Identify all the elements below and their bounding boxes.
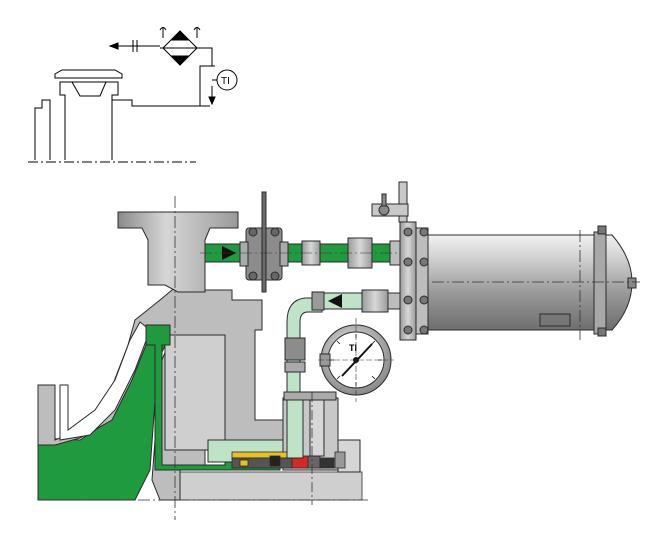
schematic-coolant-out-tick <box>193 27 201 31</box>
schematic-cooler-fill-bottom <box>170 55 190 66</box>
orifice-flange <box>239 191 289 293</box>
cooler-bracket-arm <box>371 203 409 217</box>
cooler-shell <box>427 234 599 331</box>
cooler-bracket-bolt-shank <box>381 193 387 207</box>
return-fitting-a <box>311 291 325 311</box>
cooler-flange-outer <box>399 221 417 341</box>
return-pipe-union <box>284 337 306 361</box>
base-plate <box>179 471 363 501</box>
cooler-vent-bottom <box>597 327 607 337</box>
cooler-support-foot <box>539 313 571 327</box>
cooler-end-band <box>593 231 607 335</box>
gauge-ti-label: TI <box>349 343 357 353</box>
schematic-return-line <box>199 65 215 106</box>
schematic-symbol-group <box>28 27 238 163</box>
cooler-drain <box>627 277 637 289</box>
return-fitting-b <box>361 289 389 313</box>
schematic-ti-label: TI <box>221 76 230 87</box>
cooler-vent-top <box>597 225 607 235</box>
flush-port-cap <box>283 391 337 401</box>
cooler-flange-inner <box>415 227 429 335</box>
schematic-cooler-fill-top <box>170 30 190 41</box>
mechanical-seal-assembly <box>231 451 346 469</box>
discharge-nozzle <box>117 211 239 293</box>
cooler-flange-bolts <box>403 227 429 335</box>
schematic-pump-outline <box>34 81 210 160</box>
schematic-flange <box>54 69 123 79</box>
pump-shaft-housing <box>164 334 226 451</box>
schematic-coolant-in-tick <box>159 27 167 31</box>
return-fitting-c <box>387 292 401 310</box>
schematic-cooler-to-line <box>197 47 213 66</box>
flush-port-left <box>286 397 304 459</box>
return-pipe-union-lower <box>284 361 306 373</box>
schematic-arrow-left <box>108 42 119 50</box>
schematic-ti-arrow <box>208 96 216 106</box>
volute-inner-gap <box>59 321 151 441</box>
schematic-nozzle-taper <box>71 81 107 97</box>
return-flow-arrow <box>328 294 342 308</box>
